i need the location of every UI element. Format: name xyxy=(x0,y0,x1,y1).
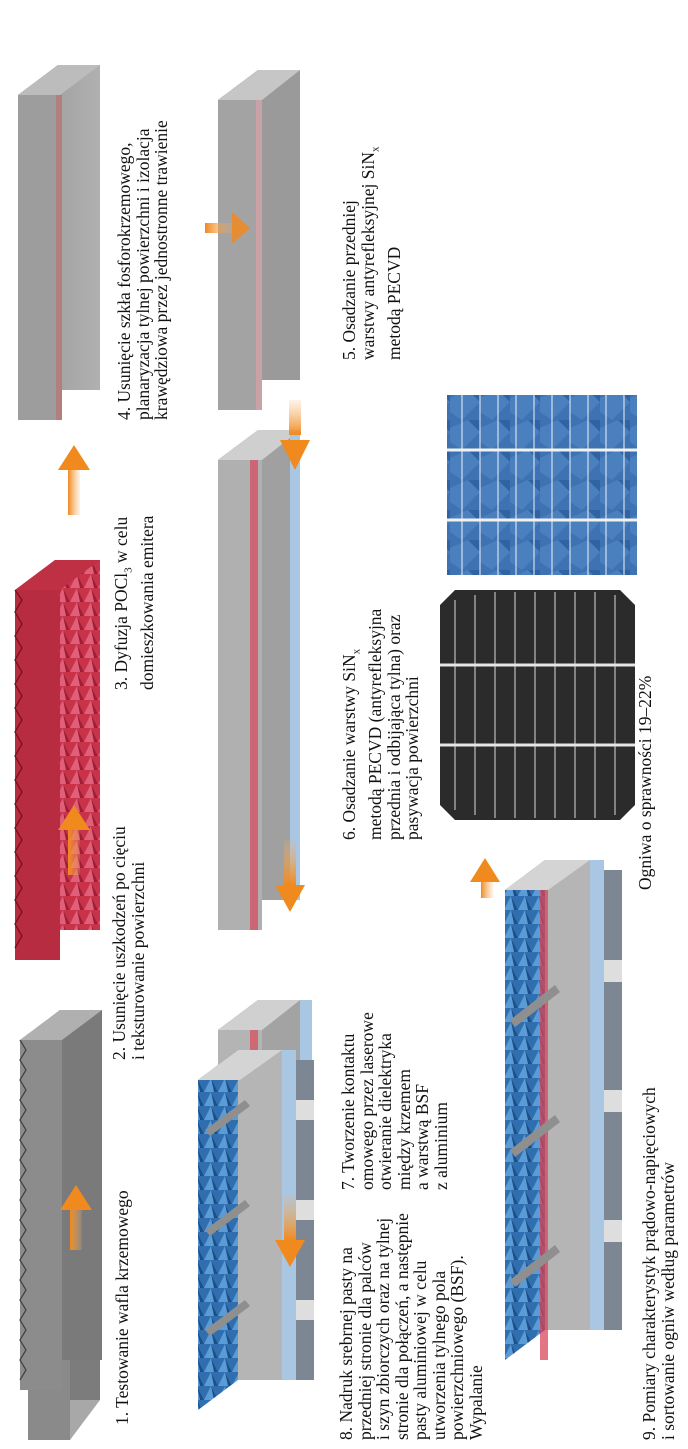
arrow-5-to-6 xyxy=(280,400,310,470)
wafer-step-8 xyxy=(198,1050,314,1410)
arrow-4-to-5 xyxy=(205,212,250,244)
caption-step-5: 5. Osadzanie przedniej warstwy antyrefle… xyxy=(339,146,404,360)
mono-cell-image xyxy=(440,590,635,820)
caption-step-9: 9. Pomiary charakterystyk prądowo-napięc… xyxy=(639,1087,678,1440)
wafer-step-5 xyxy=(218,70,300,410)
wafer-step-9 xyxy=(505,860,622,1360)
caption-step-7: 7. Tworzenie kontaktu omowego przez lase… xyxy=(338,1012,451,1190)
arrow-3-to-4 xyxy=(58,445,90,515)
caption-step-4: 4. Usunięcie szkła fosforokrzemowego, pl… xyxy=(114,120,171,420)
caption-step-8: 8. Nadruk srebrnej pasty na przedniej st… xyxy=(336,1213,486,1440)
poly-cell-image xyxy=(447,395,637,575)
caption-result: Ogniwa o sprawności 19–22% xyxy=(635,675,655,890)
caption-step-6: 6. Osadzanie warstwy SiNx metodą PECVD (… xyxy=(339,608,422,840)
arrow-6-to-7 xyxy=(275,840,305,912)
caption-step-1: 1. Testowanie wafla krzemowego xyxy=(112,1190,132,1425)
arrow-9-to-cells xyxy=(470,858,500,898)
wafer-step-4 xyxy=(18,65,100,420)
caption-step-3: 3. Dyfuzja POCl3 w celu domieszkowania e… xyxy=(111,515,157,690)
wafer-step-3 xyxy=(14,560,100,960)
caption-step-2: 2. Usunięcie uszkodzeń po cięciu i tekst… xyxy=(109,826,148,1060)
wafer-step-2 xyxy=(19,1010,102,1390)
wafer-step-6 xyxy=(218,430,300,930)
arrow-7-to-8 xyxy=(275,1195,305,1267)
arrow-2-to-3 xyxy=(58,805,90,875)
arrow-1-to-2 xyxy=(60,1185,92,1250)
